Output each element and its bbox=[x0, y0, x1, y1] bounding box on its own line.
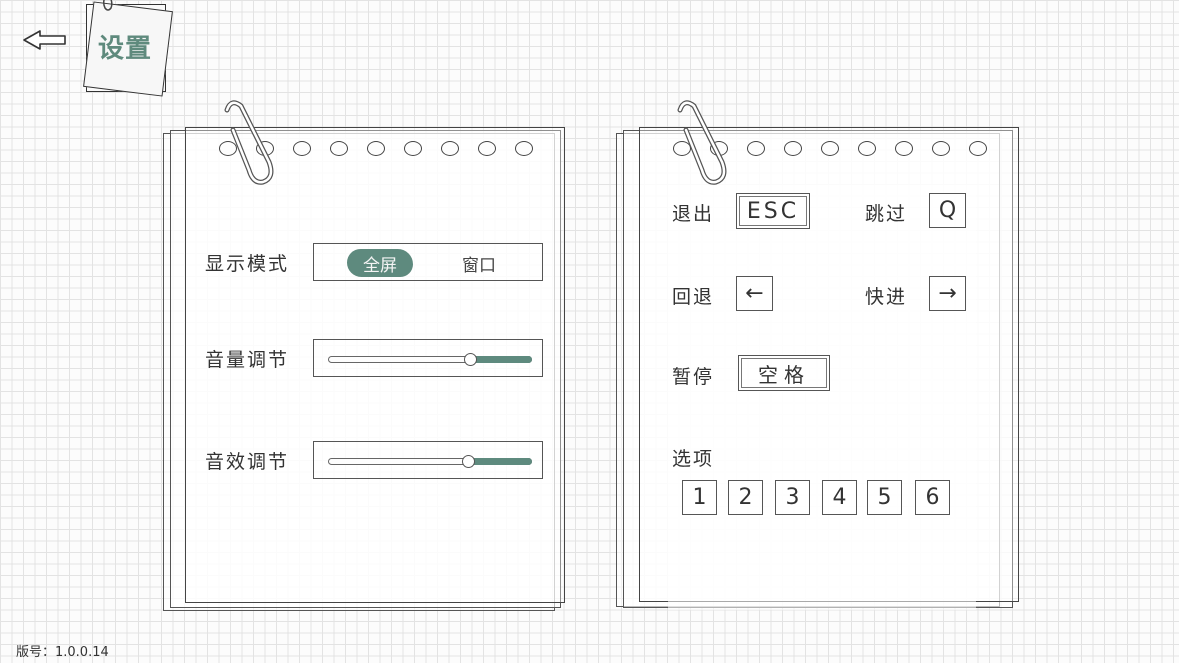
back-button[interactable] bbox=[22, 28, 68, 52]
paperclip-icon bbox=[224, 100, 274, 185]
notebook-back-page bbox=[170, 130, 561, 608]
option-key-1[interactable]: 1 bbox=[682, 480, 717, 515]
key-bindings-notebook: 退出 ESC 跳过 Q 回退 ← 快进 → 暂停 空格 选项 1 2 3 4 5… bbox=[616, 100, 1026, 615]
notebook-page bbox=[185, 127, 565, 603]
fast-forward-label: 快进 bbox=[865, 286, 908, 308]
pause-key-button[interactable]: 空格 bbox=[738, 355, 830, 391]
sound-effects-row: 音效调节 bbox=[205, 441, 543, 479]
sound-effects-slider-fill bbox=[470, 458, 532, 465]
sound-effects-slider-knob[interactable] bbox=[462, 455, 475, 468]
volume-slider-knob[interactable] bbox=[464, 353, 477, 366]
skip-label: 跳过 bbox=[865, 203, 908, 225]
rewind-key-button[interactable]: ← bbox=[736, 276, 773, 311]
window-option[interactable]: 窗口 bbox=[462, 255, 496, 276]
display-mode-label: 显示模式 bbox=[205, 252, 290, 275]
display-audio-notebook: 显示模式 全屏 窗口 音量调节 音效调节 bbox=[163, 100, 583, 615]
rewind-label: 回退 bbox=[672, 286, 715, 308]
arrow-left-icon bbox=[23, 30, 66, 50]
paperclip-icon bbox=[677, 100, 727, 185]
sound-effects-slider[interactable] bbox=[328, 455, 532, 468]
display-mode-selector: 全屏 窗口 bbox=[313, 243, 543, 281]
version-label: 版号：1.0.0.14 bbox=[16, 645, 109, 660]
option-key-5[interactable]: 5 bbox=[867, 480, 902, 515]
sound-effects-slider-box bbox=[313, 441, 543, 479]
exit-label: 退出 bbox=[672, 203, 715, 225]
option-key-4[interactable]: 4 bbox=[822, 480, 857, 515]
volume-row: 音量调节 bbox=[205, 339, 543, 377]
page-title-card: 设置 bbox=[78, 0, 178, 100]
sound-effects-label: 音效调节 bbox=[205, 450, 290, 473]
page-title: 设置 bbox=[98, 34, 153, 64]
skip-key-button[interactable]: Q bbox=[929, 193, 966, 228]
options-label: 选项 bbox=[672, 448, 715, 470]
volume-label: 音量调节 bbox=[205, 348, 290, 371]
fast-forward-key-button[interactable]: → bbox=[929, 276, 966, 311]
volume-slider[interactable] bbox=[328, 353, 532, 366]
option-key-6[interactable]: 6 bbox=[915, 480, 950, 515]
pause-label: 暂停 bbox=[672, 366, 715, 388]
key-bindings-panel bbox=[668, 185, 976, 610]
display-mode-row: 显示模式 全屏 窗口 bbox=[205, 243, 543, 281]
volume-slider-fill bbox=[470, 356, 532, 363]
volume-slider-box bbox=[313, 339, 543, 377]
paperclip-icon bbox=[102, 0, 113, 11]
option-key-3[interactable]: 3 bbox=[775, 480, 810, 515]
option-key-2[interactable]: 2 bbox=[728, 480, 763, 515]
fullscreen-option[interactable]: 全屏 bbox=[347, 249, 413, 277]
binder-holes bbox=[673, 141, 987, 156]
exit-key-button[interactable]: ESC bbox=[736, 193, 810, 229]
